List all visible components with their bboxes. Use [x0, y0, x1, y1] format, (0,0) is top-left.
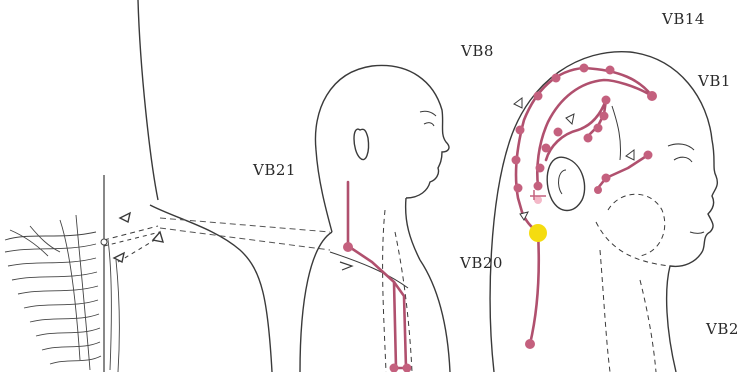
acupoint-vb2: [594, 186, 602, 194]
back-arrowhead-1: [120, 213, 130, 222]
middle-shoulder: [300, 232, 332, 372]
middle-chest: [420, 260, 450, 372]
back-shoulder-outline: [150, 205, 272, 372]
acupoint-lower-2: [403, 364, 412, 372]
back-dashed-guide: [104, 226, 158, 240]
ear-marks: [530, 190, 546, 204]
head-eye: [674, 157, 692, 162]
middle-meridian: [348, 182, 408, 368]
direction-arrow-3: [626, 150, 634, 160]
acupoint-side-1: [554, 128, 563, 137]
acupoint-vb1: [647, 91, 657, 101]
head-direction-markers: [514, 98, 634, 220]
acupoint-face-2: [602, 174, 611, 183]
side-profile-figure: [300, 65, 450, 372]
acupoint-outer-1: [516, 126, 525, 135]
back-muscle-hatching: [5, 215, 119, 372]
middle-neck-front: [406, 198, 420, 260]
back-arrowhead-2: [114, 253, 124, 262]
label-vb2: VB2: [706, 320, 739, 338]
middle-arm-dashed: [383, 210, 386, 372]
head-jaw-muscle-dashed: [608, 194, 665, 256]
middle-collar-line: [330, 252, 408, 288]
back-spine-point: [101, 239, 107, 245]
acupoint-face-1: [644, 151, 653, 160]
acupoint-temple-3: [584, 134, 593, 143]
back-arrowhead-3: [153, 232, 163, 242]
acupoint-side-3: [536, 164, 545, 173]
acupoint-side-4: [534, 182, 543, 191]
middle-meridian-points: [343, 242, 412, 372]
label-vb8: VB8: [461, 42, 494, 60]
acupoint-top-2: [552, 74, 561, 83]
back-dashed-arrow-2: [118, 238, 158, 262]
acupoint-outer-3: [514, 184, 523, 193]
label-vb14: VB14: [662, 10, 705, 28]
highlight-point-vb20: [529, 224, 547, 242]
acupoint-top-1: [580, 64, 589, 73]
label-vb20: VB20: [460, 254, 503, 272]
acupoint-top-3: [534, 92, 543, 101]
middle-neck-back: [316, 150, 332, 232]
acupoint-vb14: [606, 66, 615, 75]
middle-ear-outline: [354, 129, 369, 159]
direction-arrow-1: [514, 98, 522, 108]
label-vb21: VB21: [253, 161, 296, 179]
head-brow: [668, 144, 694, 150]
middle-arrow-marker: [340, 262, 352, 270]
acupoint-outer-2: [512, 156, 521, 165]
direction-arrow-2: [566, 114, 574, 124]
ear-point-pink: [534, 196, 542, 204]
head-ear-inner: [559, 170, 566, 194]
head-ear-outline: [547, 157, 584, 210]
acupoint-vb8: [602, 96, 611, 105]
middle-meridian-neck-line: [348, 182, 396, 368]
label-vb1: VB1: [698, 72, 731, 90]
head-neck-dashed-2: [640, 280, 656, 372]
connector-line-upper: [160, 218, 330, 232]
head-acupoints: [512, 64, 658, 350]
middle-eye: [424, 123, 434, 126]
connector-dashed-lines: [160, 218, 330, 250]
acupoint-neck-bottom: [525, 339, 535, 349]
acupoint-temple-1: [600, 112, 609, 121]
back-neck-outline: [138, 0, 158, 200]
back-view-figure: [5, 0, 272, 372]
head-neck-dashed-1: [600, 250, 610, 372]
head-meridian: [516, 68, 652, 344]
acupoint-vb21: [343, 242, 353, 252]
head-mouth: [690, 232, 704, 234]
back-dashed-arrow-1: [104, 232, 160, 246]
meridian-face-branch: [598, 155, 648, 188]
middle-brow: [420, 111, 436, 116]
connector-line-lower: [160, 228, 330, 250]
head-face-arrow: [612, 106, 621, 160]
acupoint-temple-2: [594, 124, 603, 133]
meridian-neck-descent: [530, 232, 539, 344]
middle-head-outline: [315, 65, 449, 198]
acupoint-side-2: [542, 144, 551, 153]
